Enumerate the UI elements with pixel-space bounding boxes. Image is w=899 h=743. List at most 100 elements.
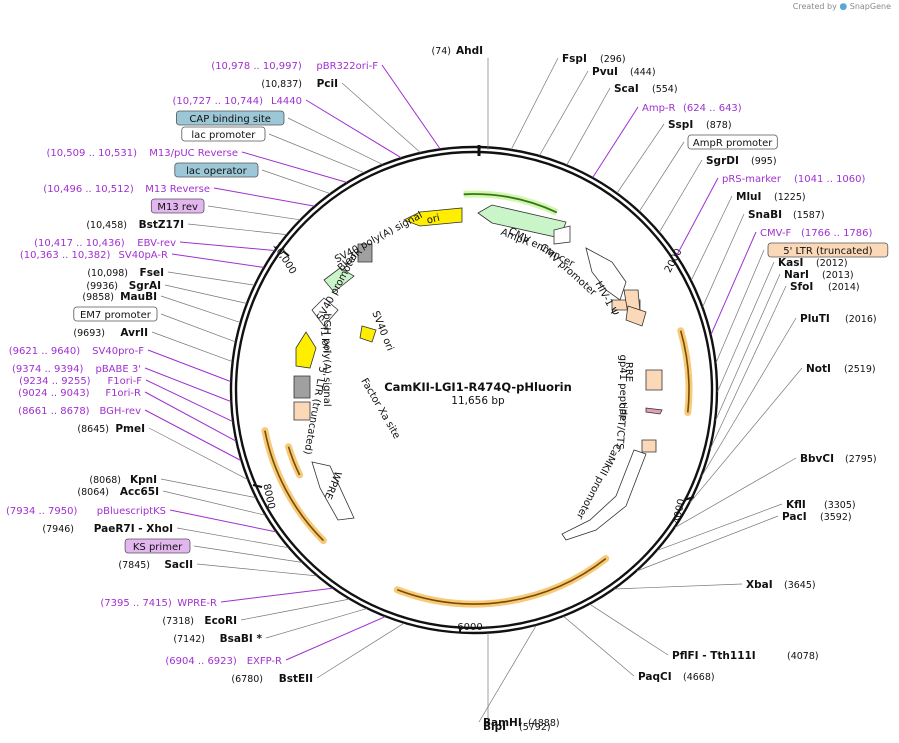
snapgene-logo-icon: ● [839, 2, 848, 12]
label-position: (7934 .. 7950) [6, 506, 78, 517]
leader-line [657, 503, 783, 551]
label-box [73, 306, 158, 322]
right-label-fspi: FspI(296) [562, 53, 626, 65]
left-label-bgh-rev: BGH-rev(8661 .. 8678) [18, 406, 141, 417]
branding-name: SnapGene [849, 2, 891, 11]
leader-line [169, 509, 277, 533]
leader-line [285, 616, 386, 661]
right-label-pflfi-tth111i: PflFI - Tth111I(4078) [672, 650, 819, 662]
label-position: (10,417 .. 10,436) [34, 238, 125, 249]
leader-line [147, 349, 231, 382]
label-position: (2012) [816, 258, 848, 269]
wpre-arrow [311, 461, 355, 521]
leader-line [701, 317, 797, 477]
leader-line [689, 367, 803, 504]
label-position: (8645) [77, 424, 109, 435]
label-position: (10,098) [87, 268, 128, 279]
label-box [687, 134, 778, 150]
camkii-promoter-arrow [561, 449, 647, 541]
label-position: (3592) [820, 512, 852, 523]
label-name: BlpI [483, 721, 506, 733]
left-label-bstz17i: BstZ17I(10,458) [86, 219, 184, 231]
label-name: MluI [736, 191, 761, 203]
gp41-peptide-box [645, 407, 663, 415]
left-label-ebv-rev: EBV-rev(10,417 .. 10,436) [34, 238, 176, 249]
label-text: EM7 promoter [80, 310, 152, 321]
right-label-amp-r: Amp-R(624 .. 643) [642, 103, 742, 114]
label-name: AvrII [120, 327, 148, 339]
label-name: BamHI [483, 717, 522, 729]
label-position: (2016) [845, 314, 877, 325]
label-name: Acc65I [120, 486, 159, 498]
leader-line [261, 169, 331, 194]
leader-line [717, 261, 775, 392]
label-name: EcoRI [204, 615, 237, 627]
left-label-wpre-r: WPRE-R(7395 .. 7415) [100, 598, 217, 609]
label-name: pBluescriptKS [97, 506, 166, 517]
label-name: BstZ17I [139, 219, 184, 231]
label-name: PciI [317, 78, 338, 90]
label-name: EXFP-R [247, 656, 282, 667]
left-label-ecori: EcoRI(7318) [162, 615, 237, 627]
leader-line [592, 106, 639, 178]
label-name: MauBI [120, 291, 157, 303]
feature-track-orange-bottom-glow [393, 555, 610, 608]
leader-line [690, 195, 733, 281]
left-label-avrii: AvrII(9693) [73, 327, 148, 339]
label-name: PaqCI [638, 671, 672, 683]
label-text: CAP binding site [189, 114, 271, 125]
label-name: SgrDI [706, 155, 739, 167]
label-name: NarI [784, 269, 809, 281]
feature-label-rre: RRE [623, 362, 634, 382]
label-box [174, 162, 259, 178]
left-label-bsteii: BstEII(6780) [231, 673, 313, 685]
label-position: (3305) [824, 500, 856, 511]
leader-line [160, 295, 241, 323]
leader-line [241, 151, 347, 183]
label-name: FspI [562, 53, 587, 65]
label-name: BbvCI [800, 453, 834, 465]
leader-line [614, 583, 743, 590]
label-name: BsaBI * [220, 633, 263, 645]
label-position: (74) [431, 46, 451, 57]
f1-ori-arrow [295, 331, 317, 369]
label-name: NotI [806, 363, 831, 375]
label-text: lac operator [186, 166, 247, 177]
hiv-psi-box [625, 305, 647, 327]
leader-line [341, 82, 421, 153]
label-position: (9024 .. 9043) [18, 388, 90, 399]
ltr-5prime-truncated-box [293, 401, 311, 421]
left-label-lac-operator: lac operator [174, 162, 259, 178]
feature-label-f1-ori: f1 ori [318, 326, 332, 353]
branding-prefix: Created by [792, 2, 837, 11]
leader-line [268, 133, 365, 174]
leader-line [187, 223, 287, 235]
right-label-bbvci: BbvCI(2795) [800, 453, 877, 465]
leader-line [220, 587, 333, 603]
leader-line [702, 213, 745, 307]
left-label-em7-promoter: EM7 promoter [73, 306, 158, 322]
label-name: PacI [782, 511, 807, 523]
leader-line [316, 622, 405, 679]
leader-line [715, 273, 781, 421]
label-position: (10,837) [261, 79, 302, 90]
label-position: (4078) [787, 651, 819, 662]
right-label-paci: PacI (3592) [782, 511, 852, 523]
label-name: WPRE-R [177, 598, 217, 609]
feature-label-ori: ori [426, 213, 441, 227]
left-label-pmei: PmeI(8645) [77, 423, 145, 435]
leader-line [148, 427, 248, 480]
label-name: SV40pA-R [119, 250, 168, 261]
label-name: pBR322ori-F [316, 61, 378, 72]
label-box [150, 198, 205, 214]
left-label-f1ori-r: F1ori-R(9024 .. 9043) [18, 388, 141, 399]
right-label-scai: ScaI(554) [614, 83, 678, 95]
left-label-paer7i-xhoi: PaeR7I - XhoI(7946) [42, 523, 173, 535]
label-name: KasI [778, 257, 803, 269]
label-position: (8068) [89, 475, 121, 486]
leader-line [160, 478, 256, 498]
right-label-cmv-f: CMV-F(1766 .. 1786) [760, 228, 873, 239]
rre-box [645, 369, 663, 391]
leader-line [674, 457, 797, 528]
left-label-cap-binding-site: CAP binding site [175, 110, 285, 126]
